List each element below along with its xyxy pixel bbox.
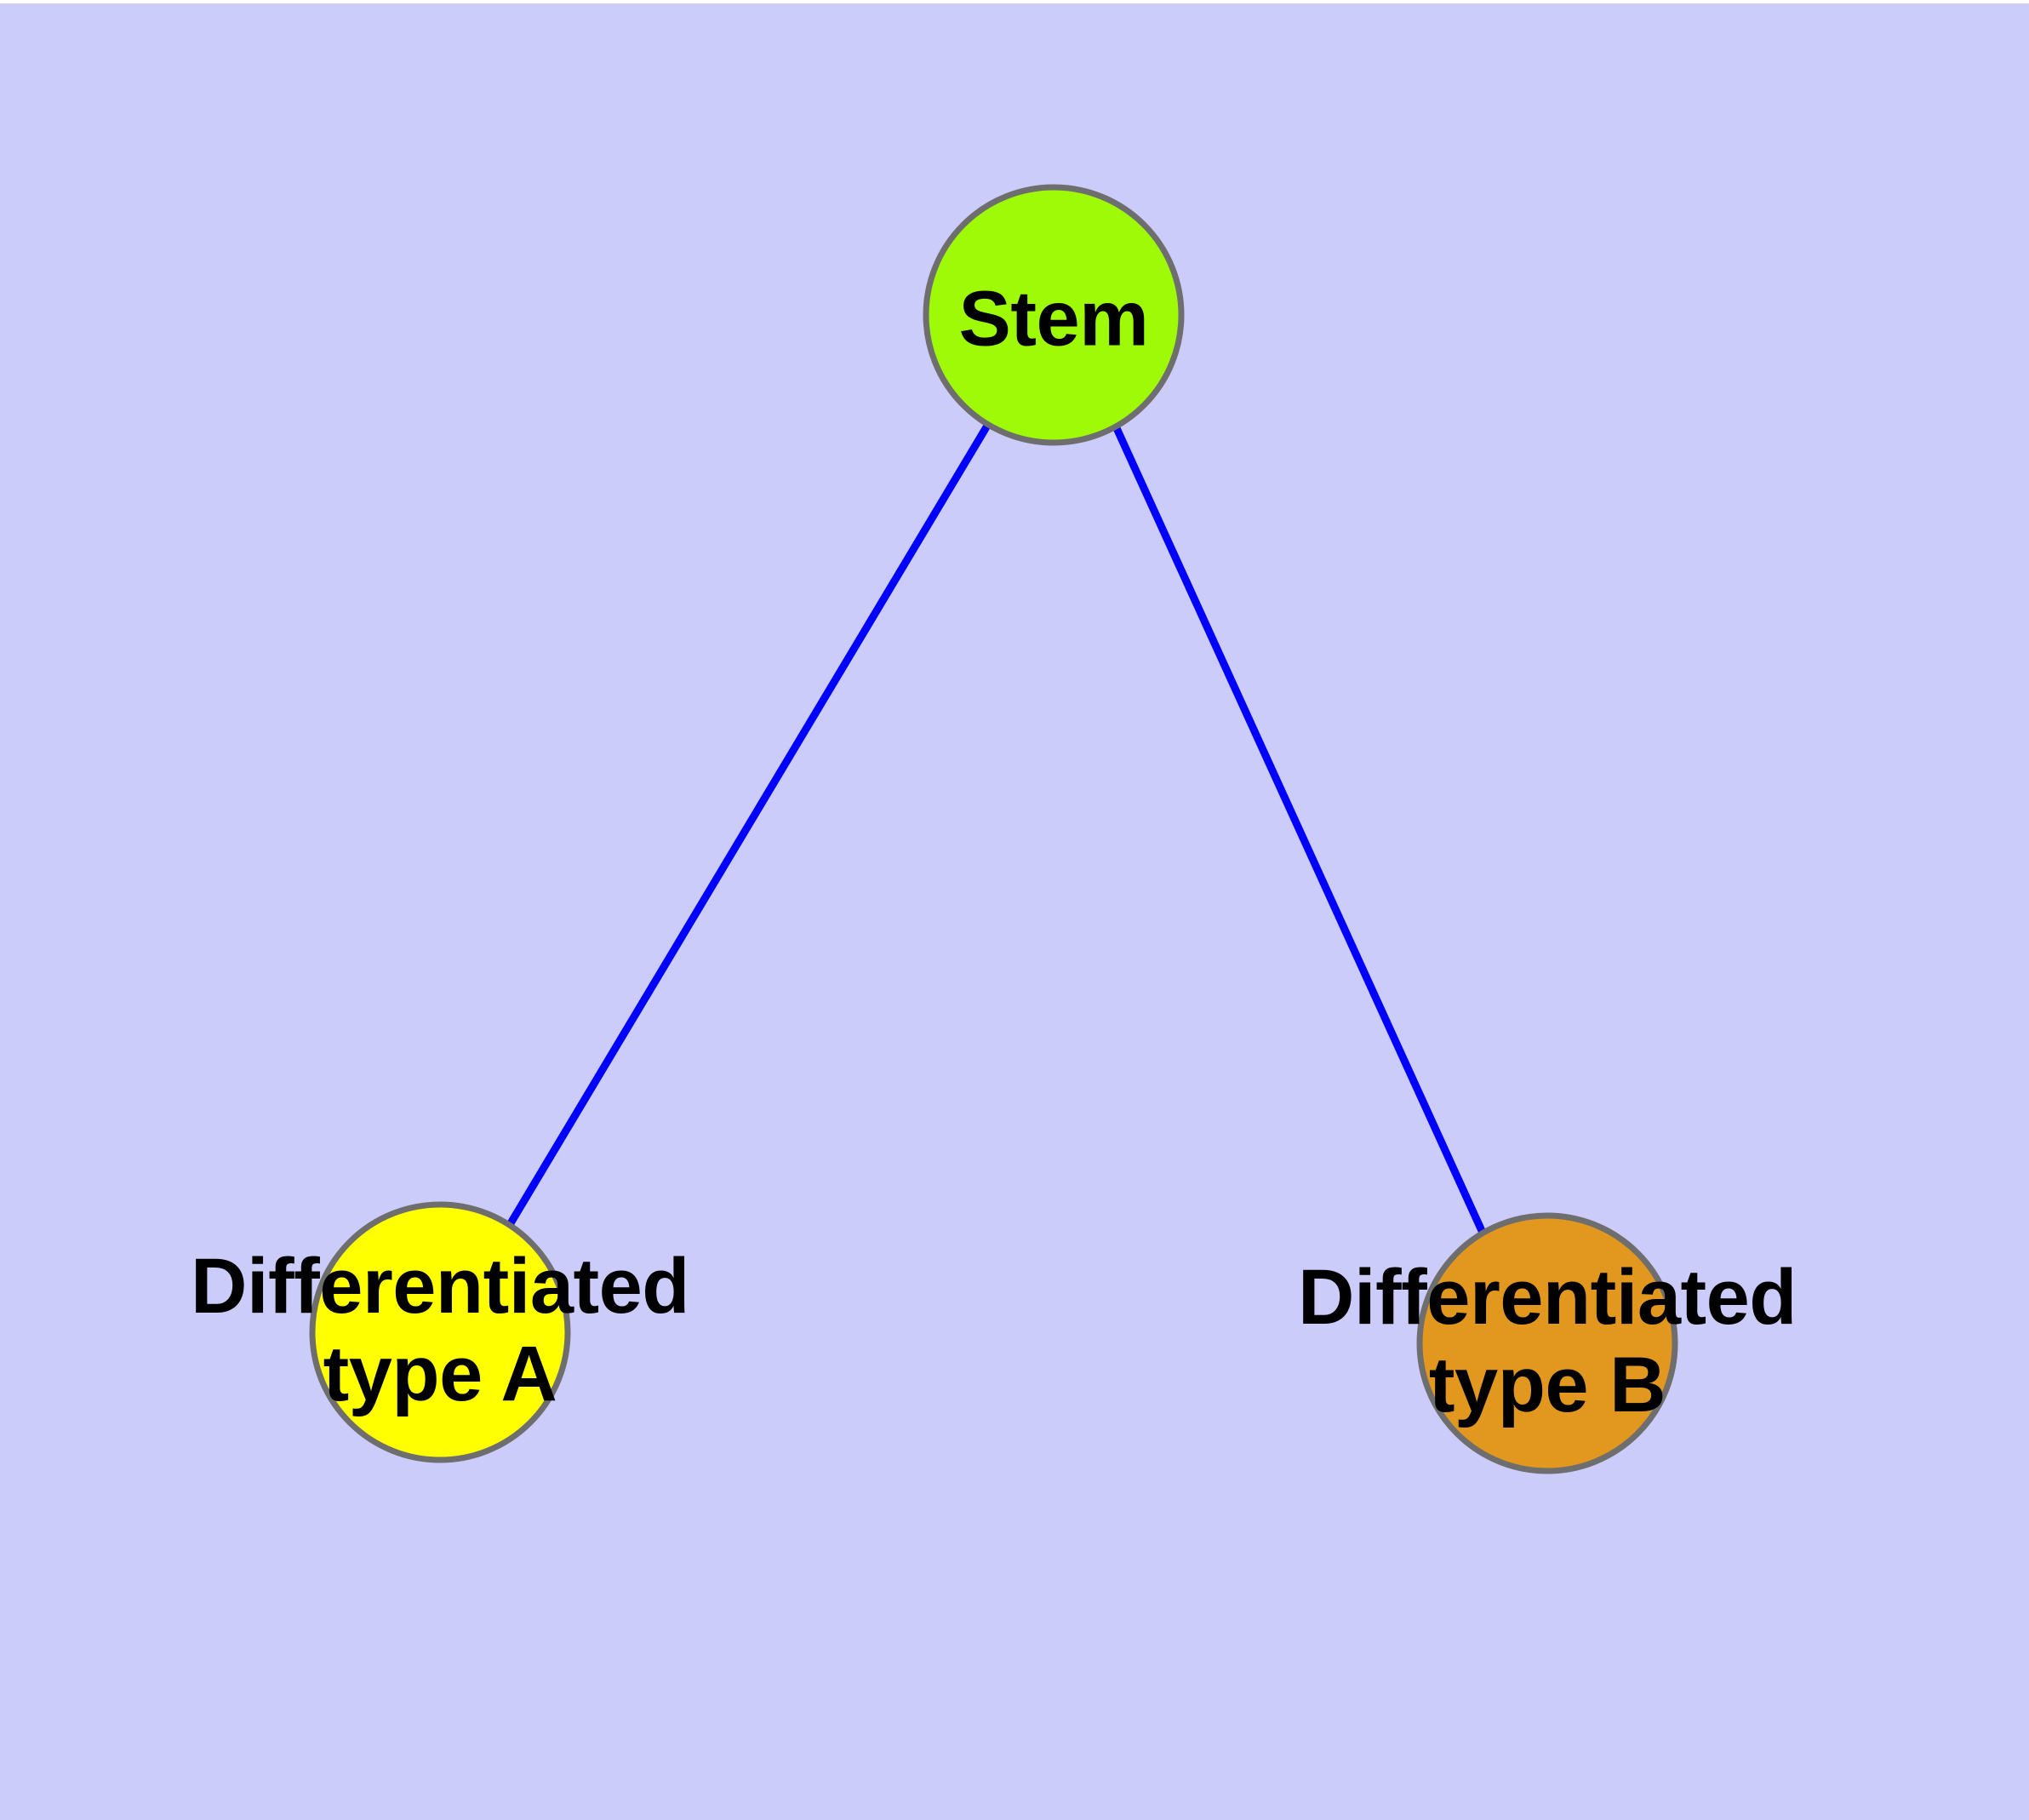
node-differentiated-type-a[interactable] — [309, 1201, 571, 1463]
edge-layer — [507, 423, 1487, 1234]
node-stem[interactable] — [923, 184, 1185, 446]
edge-stem-to-diff-b — [1112, 426, 1487, 1234]
node-differentiated-type-b[interactable] — [1416, 1212, 1678, 1474]
edge-stem-to-diff-a — [507, 423, 991, 1226]
node-layer — [309, 184, 1678, 1474]
